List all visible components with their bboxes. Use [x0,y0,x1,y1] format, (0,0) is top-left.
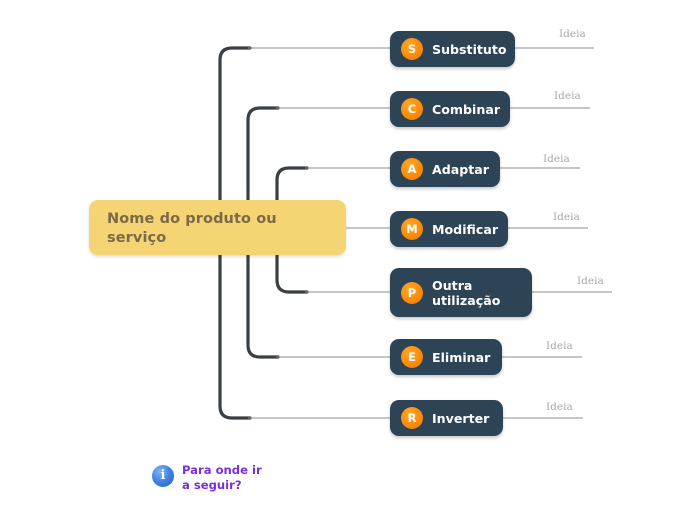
next-steps-link[interactable]: i Para onde ir a seguir? [152,463,262,492]
info-icon: i [152,465,174,487]
node-label-inverter: Inverter [432,410,490,426]
node-combinar[interactable]: C Combinar [390,91,510,127]
node-label-adaptar: Adaptar [432,161,490,177]
central-topic[interactable]: Nome do produto ou serviço [89,200,346,255]
idea-label-substituto[interactable]: Ideia [559,28,586,40]
node-substituto[interactable]: S Substituto [390,31,515,67]
wire-middle-top [246,106,280,230]
idea-label-modificar[interactable]: Ideia [553,211,580,223]
node-outra-utilizacao[interactable]: P Outra utilização [390,268,532,317]
badge-r: R [401,407,423,429]
central-topic-label: Nome do produto ou serviço [107,211,277,246]
node-label-outra-utilizacao: Outra utilização [432,277,501,308]
idea-label-adaptar[interactable]: Ideia [543,153,570,165]
node-label-combinar: Combinar [432,101,501,117]
idea-label-outra-utilizacao[interactable]: Ideia [577,275,604,287]
node-label-substituto: Substituto [432,41,507,57]
idea-label-inverter[interactable]: Ideia [546,401,573,413]
wire-inner-top [275,166,309,230]
badge-p: P [401,281,423,304]
wire-middle-bottom [246,226,280,359]
badge-e: E [401,346,423,368]
node-inverter[interactable]: R Inverter [390,400,503,436]
node-label-eliminar: Eliminar [432,349,491,365]
wire-outer-top [218,46,252,230]
badge-m: M [401,218,423,240]
node-eliminar[interactable]: E Eliminar [390,339,502,375]
badge-c: C [401,98,423,120]
wire-inner-bottom [275,226,309,294]
badge-a: A [401,158,423,180]
node-label-modificar: Modificar [432,221,499,237]
node-modificar[interactable]: M Modificar [390,211,508,247]
badge-s: S [401,38,423,60]
next-steps-label: Para onde ir a seguir? [182,463,262,492]
idea-label-combinar[interactable]: Ideia [554,90,581,102]
node-adaptar[interactable]: A Adaptar [390,151,500,187]
idea-label-eliminar[interactable]: Ideia [546,340,573,352]
wire-outer-bottom [218,226,252,420]
